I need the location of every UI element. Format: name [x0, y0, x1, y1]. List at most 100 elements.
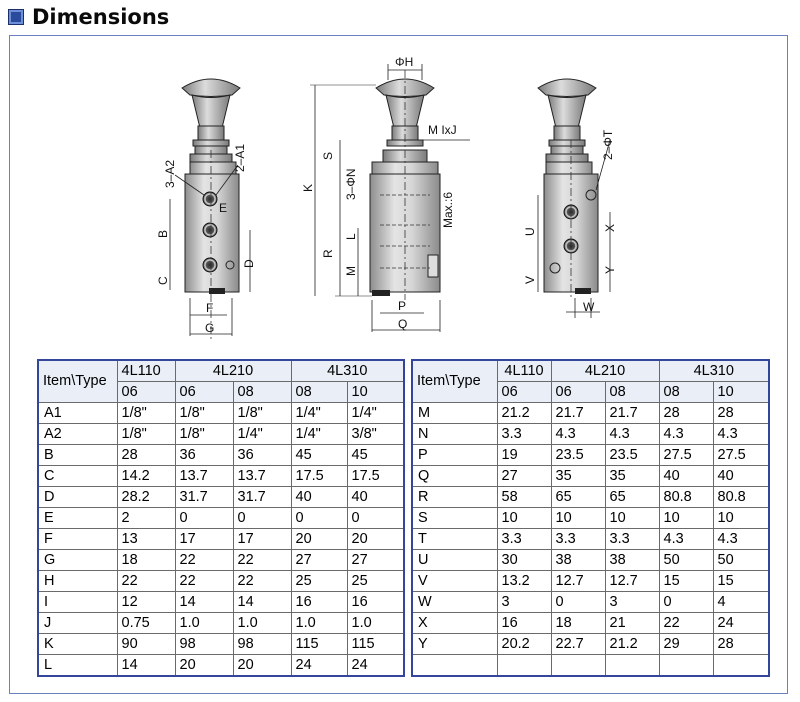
page-title: Dimensions	[32, 5, 170, 29]
value-cell: 45	[290, 444, 348, 466]
value-cell: 1.0	[174, 612, 234, 634]
value-cell: 10	[712, 507, 770, 529]
value-cell: 65	[550, 486, 606, 508]
dimension-table-right: Item\Type 4L110 4L210 4L310 06 06 08 08 …	[411, 359, 770, 677]
value-cell: 1/8"	[116, 402, 176, 424]
value-cell: 80.8	[658, 486, 714, 508]
item-cell: A1	[37, 402, 118, 424]
item-cell: X	[411, 612, 498, 634]
value-cell: 36	[174, 444, 234, 466]
value-cell	[496, 654, 552, 677]
item-cell: L	[37, 654, 118, 677]
value-cell	[712, 654, 770, 677]
value-cell: 4.3	[658, 423, 714, 445]
value-cell: 23.5	[550, 444, 606, 466]
value-cell: 115	[346, 633, 405, 655]
value-cell: 28	[712, 402, 770, 424]
value-cell: 16	[496, 612, 552, 634]
value-cell: 13.7	[232, 465, 292, 487]
value-cell: 1/8"	[174, 423, 234, 445]
value-cell: 16	[346, 591, 405, 613]
value-cell: 98	[174, 633, 234, 655]
dimension-drawing: 3–A2 2–A1 E B C D F G	[156, 55, 617, 340]
value-cell: 58	[496, 486, 552, 508]
value-cell: 50	[658, 549, 714, 571]
item-cell: N	[411, 423, 498, 445]
value-cell: 14	[116, 654, 176, 677]
group-header: 4L210	[550, 359, 660, 382]
label-w: W	[583, 300, 595, 314]
item-cell: S	[411, 507, 498, 529]
item-type-header: Item\Type	[411, 359, 498, 403]
value-cell: 22	[116, 570, 176, 592]
label-3-phi-n: 3–ΦN	[344, 168, 358, 200]
value-cell: 4.3	[712, 423, 770, 445]
value-cell: 1/8"	[174, 402, 234, 424]
size-header: 08	[290, 381, 348, 403]
value-cell: 3.3	[496, 528, 552, 550]
dimension-table-left: Item\Type 4L110 4L210 4L310 06 06 08 08 …	[37, 359, 405, 677]
group-header: 4L110	[116, 359, 176, 382]
value-cell: 22	[658, 612, 714, 634]
value-cell: 28	[712, 633, 770, 655]
value-cell: 3/8"	[346, 423, 405, 445]
item-cell: E	[37, 507, 118, 529]
left-view: 3–A2 2–A1 E B C D F G	[156, 78, 256, 340]
item-cell: W	[411, 591, 498, 613]
size-header: 06	[116, 381, 176, 403]
value-cell: 1/4"	[290, 423, 348, 445]
value-cell: 31.7	[174, 486, 234, 508]
value-cell: 22	[174, 549, 234, 571]
value-cell: 22.7	[550, 633, 606, 655]
value-cell: 20	[346, 528, 405, 550]
value-cell: 4.3	[712, 528, 770, 550]
value-cell: 0	[346, 507, 405, 529]
value-cell: 1.0	[346, 612, 405, 634]
label-3-a2: 3–A2	[163, 160, 177, 188]
group-header: 4L210	[174, 359, 292, 382]
value-cell: 20	[174, 654, 234, 677]
item-cell: Q	[411, 465, 498, 487]
value-cell: 21.2	[604, 633, 660, 655]
section-header: Dimensions	[8, 4, 169, 30]
value-cell: 3.3	[496, 423, 552, 445]
label-x: X	[603, 224, 617, 232]
item-cell: B	[37, 444, 118, 466]
value-cell: 14	[174, 591, 234, 613]
value-cell: 20	[290, 528, 348, 550]
size-header: 06	[174, 381, 234, 403]
table-group-header: Item\Type 4L110 4L210 4L310	[37, 359, 405, 403]
item-cell: T	[411, 528, 498, 550]
item-type-header: Item\Type	[37, 359, 118, 403]
label-r: R	[321, 249, 335, 258]
value-cell: 15	[658, 570, 714, 592]
value-cell: 22	[232, 570, 292, 592]
value-cell: 30	[496, 549, 552, 571]
value-cell: 35	[604, 465, 660, 487]
label-c: C	[156, 276, 170, 285]
value-cell: 38	[550, 549, 606, 571]
table-row	[411, 654, 770, 677]
value-cell: 18	[116, 549, 176, 571]
value-cell: 0	[550, 591, 606, 613]
value-cell: 17	[174, 528, 234, 550]
value-cell: 24	[346, 654, 405, 677]
label-m-ixj: M IxJ	[428, 123, 457, 137]
table-size-header: 06 06 08 08 10	[38, 381, 405, 403]
size-header: 08	[658, 381, 714, 403]
label-d: D	[242, 259, 256, 268]
section-bullet-icon	[8, 9, 24, 25]
item-cell: Y	[411, 633, 498, 655]
item-cell: J	[37, 612, 118, 634]
